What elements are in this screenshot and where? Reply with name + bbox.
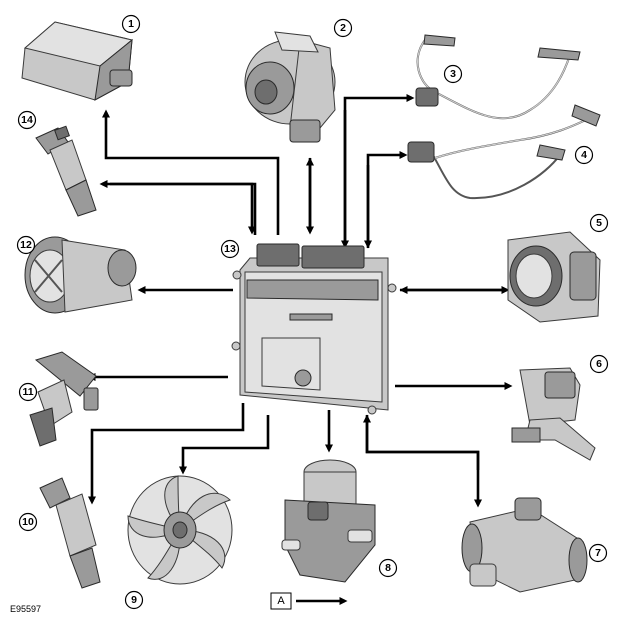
figure-reference: E95597	[10, 604, 41, 614]
component-10-solenoid	[39, 477, 101, 589]
arrow-4	[366, 151, 408, 248]
arrow-ecm-to-14	[110, 182, 256, 235]
component-3-sensor	[415, 34, 581, 120]
svg-text:6: 6	[596, 358, 602, 370]
ecm-module	[231, 243, 397, 415]
svg-text:13: 13	[224, 243, 236, 255]
arrow-7-to-ecm	[363, 414, 480, 470]
svg-text:A: A	[277, 595, 285, 607]
component-12-pump	[24, 236, 137, 314]
svg-text:7: 7	[595, 547, 601, 559]
callout-1: 1	[121, 14, 141, 34]
svg-text:1: 1	[128, 18, 134, 30]
callout-6: 6	[589, 354, 609, 374]
arrow-ecm-to-10	[88, 403, 245, 505]
callout-2: 2	[333, 18, 353, 38]
component-9-fan	[127, 475, 233, 585]
callout-4: 4	[574, 145, 594, 165]
svg-text:8: 8	[385, 562, 391, 574]
callout-3: 3	[443, 64, 463, 84]
component-7-housing	[461, 497, 588, 593]
svg-text:3: 3	[450, 68, 456, 80]
arrow-ecm-to-7	[365, 415, 482, 508]
svg-text:4: 4	[581, 149, 587, 161]
svg-text:2: 2	[340, 22, 346, 34]
callout-12: 12	[16, 235, 36, 255]
svg-text:9: 9	[131, 594, 137, 606]
callout-11: 11	[18, 382, 38, 402]
callout-5: 5	[589, 213, 609, 233]
svg-text:10: 10	[22, 516, 34, 528]
callout-8: 8	[378, 558, 398, 578]
component-11-injector	[29, 351, 99, 447]
view-label-a: A	[270, 592, 292, 610]
connection-arrows	[87, 94, 513, 605]
component-1-module	[21, 21, 134, 101]
svg-text:11: 11	[22, 386, 33, 398]
component-2-alternator	[244, 31, 336, 143]
callout-7: 7	[588, 543, 608, 563]
component-5-throttle-body	[507, 231, 601, 323]
callout-14: 14	[17, 110, 37, 130]
component-4-sensor	[407, 104, 601, 200]
arrow-3	[343, 94, 415, 248]
svg-text:5: 5	[596, 217, 602, 229]
arrow-ecm-to-9	[179, 415, 270, 475]
callout-10: 10	[18, 512, 38, 532]
component-8-vacuum-pump	[281, 459, 376, 583]
component-14-sensor	[35, 125, 97, 217]
callout-13: 13	[220, 239, 240, 259]
component-6-valve	[511, 367, 596, 461]
svg-text:14: 14	[21, 114, 33, 126]
arrow-14-to-ecm	[99, 180, 257, 235]
arrow-ecm-to-1	[102, 109, 280, 235]
svg-text:12: 12	[20, 239, 32, 251]
callout-9: 9	[124, 590, 144, 610]
